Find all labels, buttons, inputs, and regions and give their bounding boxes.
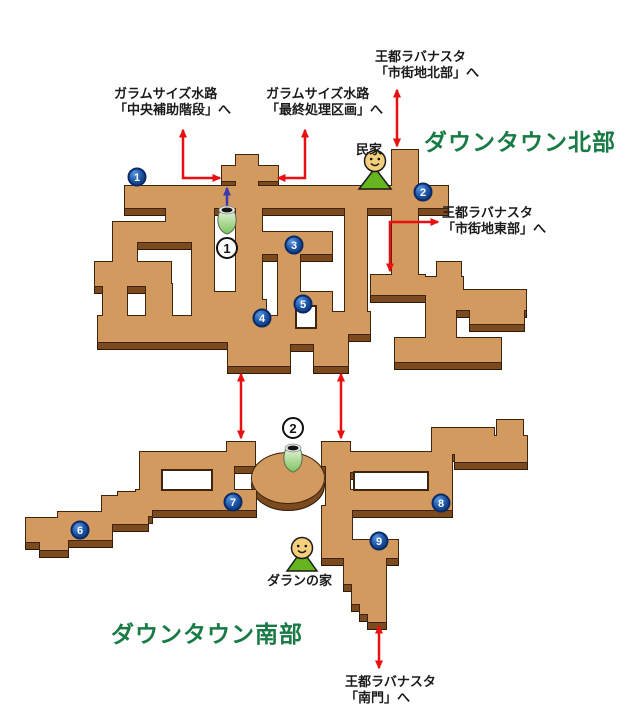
- exit-label-line: 王都ラバナスタ: [442, 205, 533, 220]
- villager-icon-2: [285, 536, 319, 572]
- south-map-shape: [25, 419, 528, 630]
- house-label-minka: 民家: [356, 142, 383, 157]
- exit-label-rabanastre-south-gate: 王都ラバナスタ 「南門」へ: [345, 674, 436, 706]
- exit-arrow-garamsythe-final-zone: [276, 128, 309, 182]
- exit-label-line: 「中央補助階段」へ: [114, 102, 232, 117]
- region-label-downtown-south: ダウンタウン南部: [111, 621, 303, 647]
- map-marker-number: 6: [77, 525, 83, 537]
- exit-label-line: ガラムサイズ水路: [114, 86, 218, 101]
- map-marker-number: 3: [291, 240, 297, 252]
- house-label-dalan: ダランの家: [267, 573, 333, 588]
- exit-label-rabanastre-east-city: 王都ラバナスタ 「市街地東部」へ: [442, 205, 546, 237]
- north-map-shape: [94, 149, 527, 374]
- map-marker-2: 2: [413, 182, 433, 202]
- map-marker-7: 7: [223, 492, 243, 512]
- pot-number-1-digit: 1: [223, 240, 231, 256]
- map-marker-number: 4: [259, 313, 266, 325]
- map-arrows: [179, 88, 440, 670]
- map-marker-number: 9: [376, 536, 382, 548]
- map-marker-number: 2: [420, 187, 426, 199]
- pot-number-1: 1: [216, 237, 238, 259]
- villager-icon-1: [357, 149, 393, 190]
- map-marker-number: 8: [438, 498, 444, 510]
- exit-label-garamsythe-final-zone: ガラムサイズ水路 「最終処理区画」へ: [266, 86, 383, 118]
- map-marker-8: 8: [431, 493, 451, 513]
- map-marker-3: 3: [284, 235, 304, 255]
- exit-label-rabanastre-north-city: 王都ラバナスタ 「市街地北部」へ: [375, 49, 479, 81]
- map-marker-4: 4: [252, 308, 272, 328]
- map-marker-5: 5: [293, 294, 313, 314]
- map-marker-number: 1: [134, 172, 140, 184]
- exit-arrow-rabanastre-east-city: [386, 218, 440, 273]
- pot-number-2-digit: 2: [289, 420, 297, 436]
- pot-number-2: 2: [282, 417, 304, 439]
- exit-label-line: ガラムサイズ水路: [266, 86, 370, 101]
- map-marker-number: 7: [230, 497, 236, 509]
- map-icons: [217, 149, 393, 572]
- exit-label-line: 「市街地北部」へ: [375, 65, 480, 80]
- map-marker-6: 6: [70, 520, 90, 540]
- exit-label-line: 王都ラバナスタ: [345, 674, 436, 689]
- exit-arrow-garamsythe-central-stairs: [179, 128, 222, 182]
- map-markers: 1 2 3 4 5 6 7 8 9: [70, 167, 451, 551]
- treasure-pot-icon-2: [283, 443, 303, 473]
- map-marker-9: 9: [369, 531, 389, 551]
- map-hole: [353, 471, 429, 491]
- treasure-pot-icon-1: [217, 205, 237, 235]
- exit-label-line: 「南門」へ: [345, 690, 411, 705]
- map-marker-number: 5: [300, 299, 306, 311]
- exit-label-line: 「最終処理区画」へ: [266, 102, 384, 117]
- exit-label-line: 「市街地東部」へ: [442, 221, 547, 236]
- map-hole: [161, 469, 213, 491]
- exit-label-garamsythe-central-stairs: ガラムサイズ水路 「中央補助階段」へ: [114, 86, 231, 118]
- exit-label-line: 王都ラバナスタ: [375, 49, 466, 64]
- map-marker-1: 1: [127, 167, 147, 187]
- region-label-downtown-north: ダウンタウン北部: [424, 129, 616, 155]
